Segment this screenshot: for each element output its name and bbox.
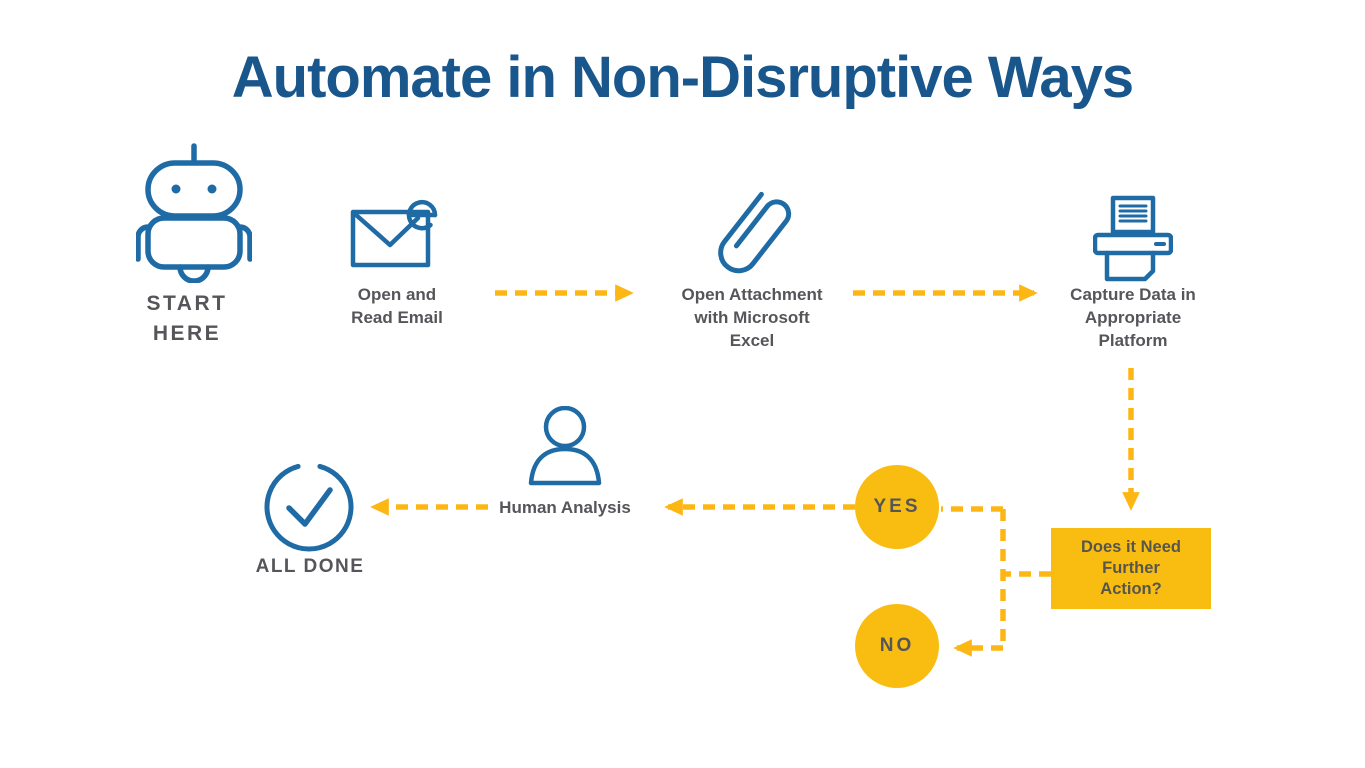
decision-box: Does it Need Further Action? <box>1051 528 1211 609</box>
attachment-step-label: Open Attachment with Microsoft Excel <box>681 285 823 350</box>
person-icon <box>528 406 602 486</box>
check-circle-icon <box>264 463 354 552</box>
start-here-label: START HERE <box>146 292 228 345</box>
all-done-label: ALL DONE <box>255 556 365 577</box>
human-analysis-label: Human Analysis <box>499 498 631 517</box>
capture-step-label: Capture Data in Appropriate Platform <box>1070 285 1196 350</box>
no-node: NO <box>855 604 939 688</box>
email-step-label: Open and Read Email <box>351 285 443 327</box>
yes-node: YES <box>855 465 939 549</box>
paperclip-icon <box>718 191 792 274</box>
printer-icon <box>1093 195 1173 282</box>
robot-icon <box>136 143 252 283</box>
envelope-icon <box>350 199 438 268</box>
page-title: Automate in Non-Disruptive Ways <box>231 45 1134 110</box>
